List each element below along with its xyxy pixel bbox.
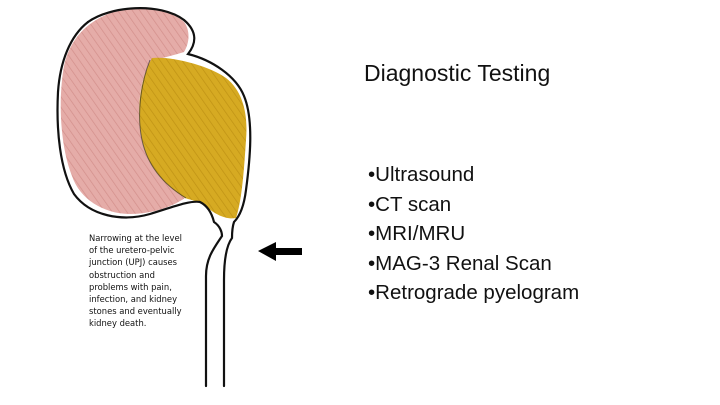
diagnostic-test-list: •Ultrasound •CT scan •MRI/MRU •MAG-3 Ren…	[368, 160, 579, 308]
upj-caption: Narrowing at the level of the uretero-pe…	[89, 233, 182, 329]
kidney-outline	[86, 7, 252, 388]
list-item: •MAG-3 Renal Scan	[368, 251, 552, 275]
left-arrow-icon	[258, 242, 302, 261]
kidney-upj-illustration	[56, 7, 302, 388]
slide-title: Diagnostic Testing	[364, 60, 551, 86]
kidney-outline-left	[56, 20, 224, 388]
renal-pelvis	[139, 57, 247, 219]
list-item: •Ultrasound	[368, 163, 475, 186]
list-item: •Retrograde pyelogram	[368, 281, 580, 304]
list-item: •MRI/MRU	[368, 222, 466, 245]
pelvis-outline	[139, 59, 187, 199]
list-item: •CT scan	[368, 192, 452, 216]
